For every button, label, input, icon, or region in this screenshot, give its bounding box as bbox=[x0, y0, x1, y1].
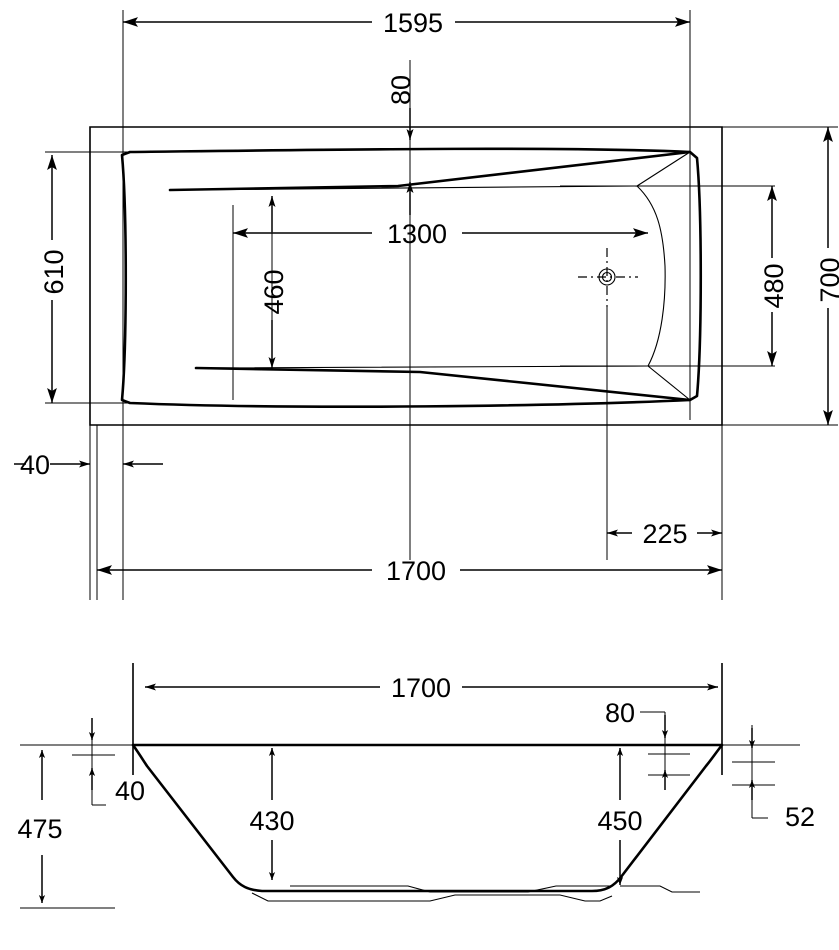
drain-inner-circle bbox=[601, 271, 613, 283]
dim-80-side: 80 bbox=[605, 698, 690, 790]
dim-40-side-label: 40 bbox=[115, 776, 145, 806]
dim-610-label: 610 bbox=[39, 249, 69, 294]
side-floor-detail-line-right bbox=[620, 885, 700, 893]
dim-700-label: 700 bbox=[815, 257, 839, 302]
dim-475: 475 bbox=[17, 750, 115, 909]
dim-1700-side: 1700 bbox=[145, 673, 718, 703]
dim-52-label: 52 bbox=[785, 802, 815, 832]
dim-1300-label: 1300 bbox=[387, 219, 447, 249]
dim-80-top: 80 bbox=[386, 60, 416, 560]
dim-1700-top-label: 1700 bbox=[386, 556, 446, 586]
dim-1595: 1595 bbox=[123, 8, 690, 38]
dim-610: 610 bbox=[39, 155, 69, 403]
side-view-group: 1700 80 40 bbox=[17, 663, 815, 909]
dim-80-top-label: 80 bbox=[386, 75, 416, 105]
dim-460-label: 460 bbox=[259, 269, 289, 314]
tub-lower-slope-edge bbox=[194, 366, 692, 402]
tub-corner-chamfer-top bbox=[636, 151, 691, 187]
dim-1595-label: 1595 bbox=[383, 8, 443, 38]
drain-outlet bbox=[578, 248, 638, 307]
side-floor-inner-line bbox=[251, 892, 613, 902]
dim-80-side-label: 80 bbox=[605, 698, 635, 728]
dim-225-label: 225 bbox=[642, 519, 687, 549]
dim-40-side: 40 bbox=[72, 718, 145, 806]
dim-700: 700 bbox=[815, 127, 839, 425]
tub-upper-slope-edge bbox=[168, 150, 692, 192]
drain-outer-circle bbox=[598, 268, 616, 286]
top-view-group: 1595 80 1300 460 bbox=[14, 8, 839, 600]
dim-430: 430 bbox=[249, 748, 295, 880]
tub-corner-chamfer-bottom bbox=[647, 365, 691, 401]
dim-1700-side-label: 1700 bbox=[391, 673, 451, 703]
dim-52: 52 bbox=[732, 725, 815, 832]
side-floor-detail-line bbox=[290, 885, 612, 893]
dim-40-top: 40 bbox=[14, 450, 163, 480]
dim-450-label: 450 bbox=[597, 806, 642, 836]
tub-floor-outline bbox=[169, 185, 666, 369]
dim-450: 450 bbox=[597, 748, 643, 885]
dim-1300: 1300 bbox=[232, 205, 648, 400]
dim-480-label: 480 bbox=[759, 263, 789, 308]
dim-475-label: 475 bbox=[17, 814, 62, 844]
dim-430-label: 430 bbox=[249, 806, 294, 836]
dim-225: 225 bbox=[606, 307, 723, 600]
dim-480: 480 bbox=[759, 186, 789, 366]
tub-outer-rim-outline bbox=[89, 126, 723, 426]
dim-460: 460 bbox=[259, 196, 289, 370]
dim-40-top-label: 40 bbox=[20, 450, 50, 480]
dim-1700-top: 1700 bbox=[96, 425, 722, 600]
